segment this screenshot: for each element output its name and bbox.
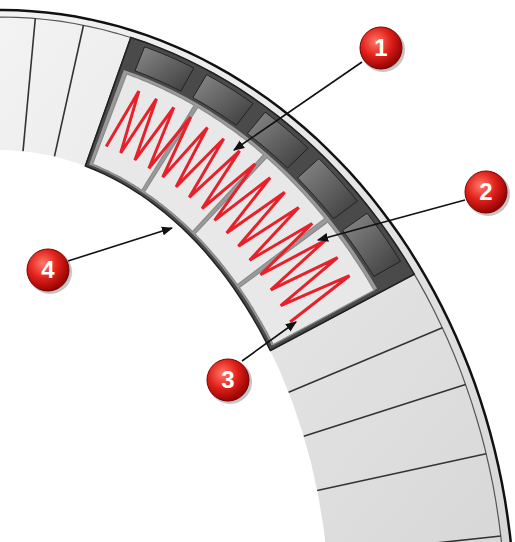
segment-line [289, 328, 443, 392]
callout-shadow [466, 172, 510, 216]
leader-line [68, 228, 172, 261]
segment-line [317, 454, 486, 491]
callout-number: 3 [207, 359, 249, 401]
spring-coil [106, 91, 349, 322]
callout-shadow [361, 28, 405, 72]
ring-rim-line [0, 17, 506, 542]
ring-outer-edge [0, 10, 515, 542]
pocket-floor [89, 70, 377, 345]
ring-body [0, 10, 515, 542]
callout-ball [27, 249, 69, 291]
callout-ball [360, 27, 402, 69]
callout-ball [207, 359, 249, 401]
callout-number: 4 [27, 249, 69, 291]
segment-line [327, 536, 501, 542]
segment-line [54, 25, 83, 156]
leader-line [242, 322, 296, 361]
spring-pocket [85, 38, 414, 351]
callout-shadow [208, 360, 252, 404]
segment-line [23, 18, 35, 151]
callout-number: 1 [360, 27, 402, 69]
leader-line [318, 200, 465, 240]
callout-shadow [28, 250, 72, 294]
callout-ball [465, 171, 507, 213]
leader-line [234, 62, 362, 150]
segment-line [304, 384, 466, 436]
callout-number: 2 [465, 171, 507, 213]
